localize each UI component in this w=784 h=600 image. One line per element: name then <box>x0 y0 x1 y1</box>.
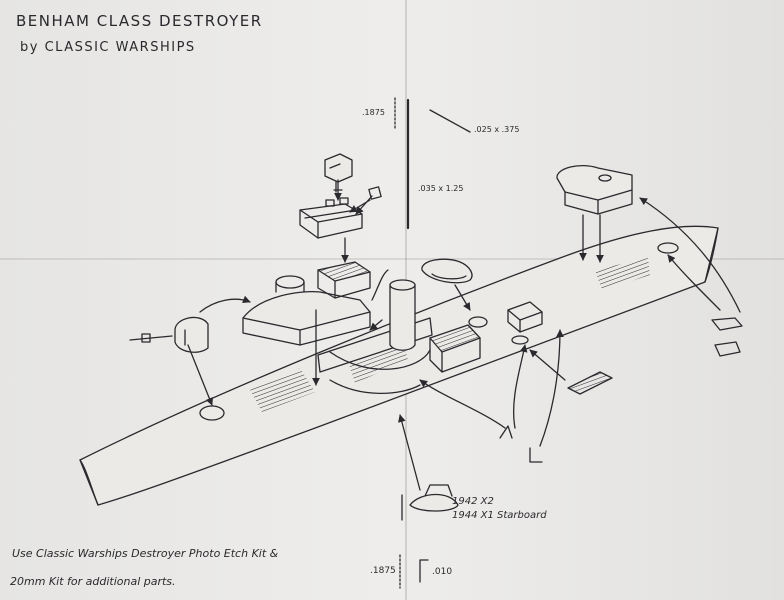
bridge-structure <box>242 275 371 346</box>
boat-note-line-1: 1942 X2 <box>452 496 494 507</box>
title-line-2: by CLASSIC WARSHIPS <box>20 40 196 55</box>
rangefinder <box>324 153 353 193</box>
aft-gun-mount <box>129 316 209 353</box>
rail-height-label: .1875 <box>370 566 396 576</box>
footer-note-line-1: Use Classic Warships Destroyer Photo Etc… <box>12 547 279 560</box>
hatched-area-fwd <box>595 258 650 290</box>
paper-fold-horizontal <box>0 258 784 260</box>
small-part <box>368 186 382 200</box>
title-line-1: BENHAM CLASS DESTROYER <box>16 12 263 30</box>
searchlight-platform <box>421 258 473 284</box>
funnel <box>389 279 416 351</box>
rail-width-label: .010 <box>432 567 453 577</box>
hull-hole-mid2 <box>511 335 529 345</box>
yard-dimension-label: .025 x .375 <box>474 125 520 134</box>
director-block <box>317 261 371 299</box>
small-deckhouse <box>507 301 543 333</box>
torpedo-mount-block <box>429 324 481 373</box>
yard-arm <box>429 109 471 133</box>
hull-hole-mid <box>468 316 488 328</box>
assembly-arrows <box>187 179 741 491</box>
hull <box>79 225 719 506</box>
deck-fittings <box>499 425 543 463</box>
mast <box>394 97 471 230</box>
hull-hole-fwd <box>657 242 679 254</box>
motor-boat <box>401 484 459 521</box>
torpedo-tube-part <box>567 371 613 395</box>
hull-hole-aft <box>199 405 225 421</box>
mast-height-label: .1875 <box>362 108 385 117</box>
footer-note-line-2: 20mm Kit for additional parts. <box>10 575 176 588</box>
gun-director <box>299 197 363 239</box>
rail-dimension <box>399 554 429 589</box>
hatched-area-aft <box>250 368 315 412</box>
forward-gun-mount <box>556 164 633 215</box>
boat-note-line-2: 1944 X1 Starboard <box>452 510 547 521</box>
mast-dimension-label: .035 x 1.25 <box>418 184 464 193</box>
aa-guns <box>711 317 743 357</box>
